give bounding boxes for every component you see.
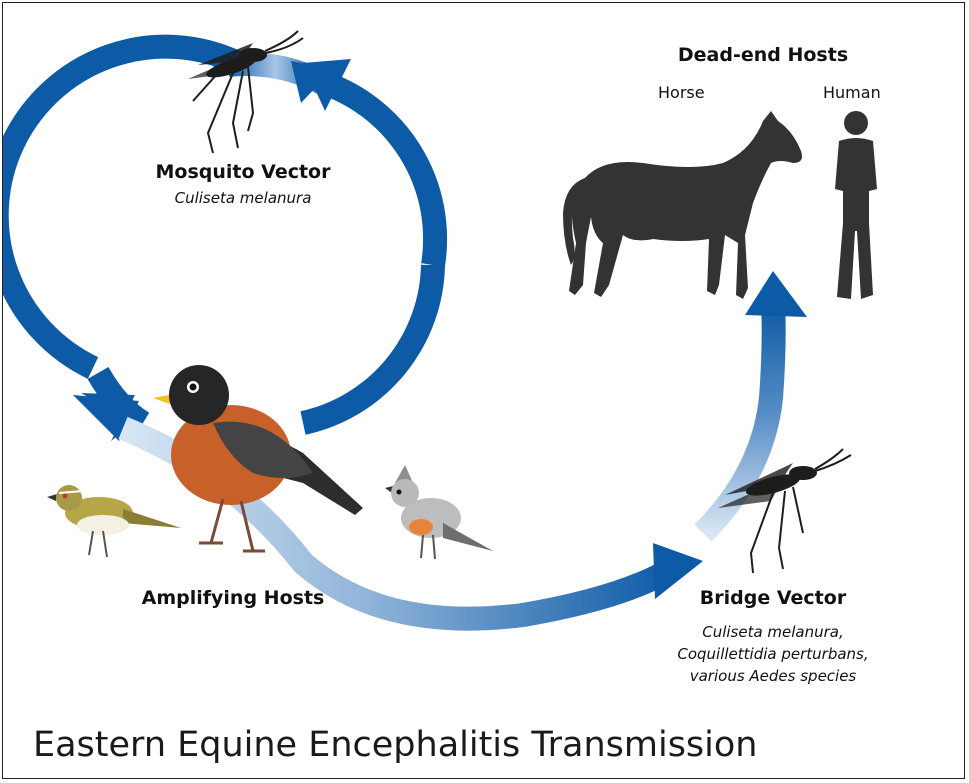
horse-icon [563,111,802,299]
bridge-vector-species-3: various Aedes species [643,667,903,685]
bridge-vector-species-1: Culiseta melanura, [643,623,903,641]
bridge-vector-species-2: Coquillettidia perturbans, [643,645,903,663]
diagram-title: Eastern Equine Encephalitis Transmission [33,725,758,765]
dead-end-hosts-heading: Dead-end Hosts [643,44,883,66]
amplifying-hosts-heading: Amplifying Hosts [123,587,343,609]
cycle-ring [3,47,435,423]
horse-label: Horse [658,83,705,102]
human-label: Human [823,83,881,102]
mosquito-vector-species: Culiseta melanura [143,189,343,207]
human-icon [835,111,877,299]
bridge-vector-heading: Bridge Vector [663,587,883,609]
titmouse-icon [385,465,493,559]
mosquito-vector-heading: Mosquito Vector [143,161,343,183]
arrowhead-to-dead-end-hosts [745,271,807,317]
vireo-icon [47,485,181,557]
